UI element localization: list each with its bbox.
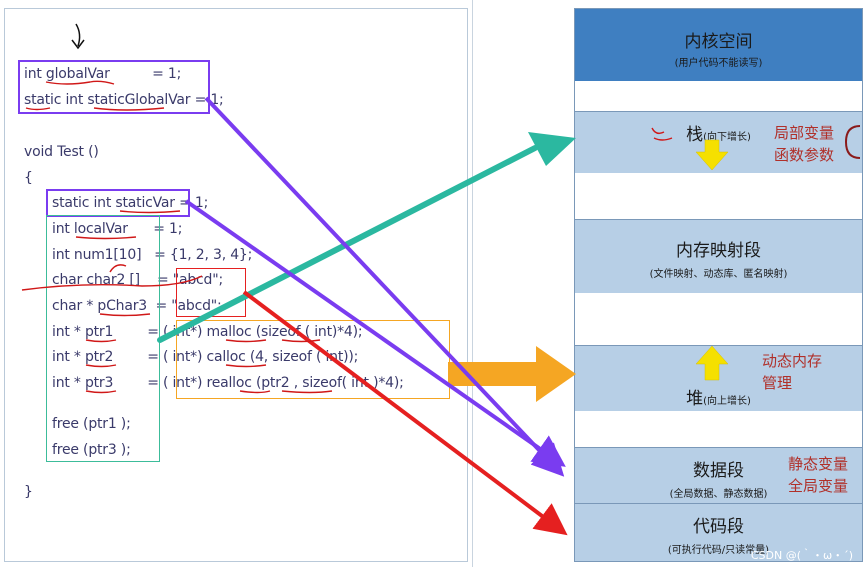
watermark-text: CSDN @(｀・ω・´) — [750, 549, 853, 562]
arrow-alloc-to-heap — [448, 346, 576, 402]
arrow-literal-to-code — [242, 290, 568, 536]
heap-grow-up-arrow — [695, 345, 729, 381]
scribble-char2 — [21, 264, 203, 291]
arrow-locals-to-stack — [157, 145, 538, 343]
stack-label: 栈(向下增长) — [686, 125, 751, 145]
code-line-func-signature: void Test () — [24, 144, 99, 160]
code-line-static-global-var: static int staticGlobalVar = 1; — [24, 92, 224, 108]
arrow-static-to-data — [184, 199, 566, 467]
mmap-segment: 内存映射段 (文件映射、动态库、匿名映射) — [575, 219, 862, 293]
stack-grow-down-arrow — [695, 139, 729, 171]
data-segment-title: 数据段 — [693, 461, 744, 481]
data-note-static: 静态变量 — [788, 455, 849, 473]
code-line-free-ptr1: free (ptr1 ); — [52, 416, 131, 432]
underline-static — [25, 107, 165, 111]
code-line-char2: char char2 [] = "abcd"; — [52, 272, 223, 288]
global-vars-box — [18, 60, 210, 114]
code-line-ptr3: int * ptr3 = ( int*) realloc (ptr2 , siz… — [52, 375, 404, 391]
code-line-static-var: static int staticVar = 1; — [52, 195, 209, 211]
mmap-subtitle: (文件映射、动态库、匿名映射) — [649, 269, 788, 280]
underline-localvar — [75, 236, 137, 240]
underline-realloc — [239, 390, 333, 394]
underline-staticvar — [119, 210, 181, 214]
underline-ptr2 — [85, 364, 117, 368]
underline-malloc — [225, 339, 321, 343]
mmap-title: 内存映射段 — [676, 241, 761, 261]
data-segment-subtitle: (全局数据、静态数据) — [669, 489, 768, 500]
heap-label: 堆(向上增长) — [686, 389, 751, 409]
underline-ptr1 — [85, 339, 117, 343]
code-line-global-var: int globalVar = 1; — [24, 66, 182, 82]
code-line-ptr2: int * ptr2 = ( int*) calloc (4, sizeof (… — [52, 349, 359, 365]
heap-note: 动态内存 管理 — [762, 350, 822, 394]
underline-ptr3 — [85, 390, 117, 394]
code-line-close-brace: } — [24, 484, 33, 500]
arrow-global-to-data — [204, 96, 565, 477]
panel-divider — [472, 0, 473, 567]
code-segment-subtitle: (可执行代码/只读常量) — [667, 545, 770, 556]
stack-note-local: 局部变量 — [774, 124, 835, 142]
code-segment: 代码段 (可执行代码/只读常量) — [575, 503, 862, 561]
kernel-space-title: 内核空间 — [684, 32, 753, 52]
cursor-arrow-icon — [71, 23, 85, 50]
red-circle-partial — [844, 125, 861, 159]
kernel-space-segment: 内核空间 (用户代码不能读写) — [575, 9, 862, 81]
code-line-pchar3: char * pChar3 = "abcd"; — [52, 298, 222, 314]
underline-calloc — [225, 364, 267, 368]
heap-note-dynamic: 动态内存 — [762, 352, 823, 370]
underline-globalvar — [45, 80, 115, 85]
data-note: 静态变量 全局变量 — [788, 453, 848, 497]
kernel-space-subtitle: (用户代码不能读写) — [674, 58, 763, 69]
code-segment-title: 代码段 — [693, 517, 744, 537]
heap-note-manage: 管理 — [762, 374, 793, 392]
data-note-global: 全局变量 — [788, 477, 849, 495]
data-segment: 数据段 (全局数据、静态数据) — [575, 447, 862, 503]
scribble-stack — [651, 127, 673, 141]
code-line-open-brace: { — [24, 170, 33, 186]
stack-note-params: 函数参数 — [774, 146, 835, 164]
underline-pchar3 — [99, 313, 151, 317]
heap-alloc-box — [176, 320, 450, 399]
stack-note: 局部变量 函数参数 — [774, 122, 834, 166]
code-line-free-ptr3: free (ptr3 ); — [52, 442, 131, 458]
arrow-locals-to-stack-head — [528, 132, 576, 166]
